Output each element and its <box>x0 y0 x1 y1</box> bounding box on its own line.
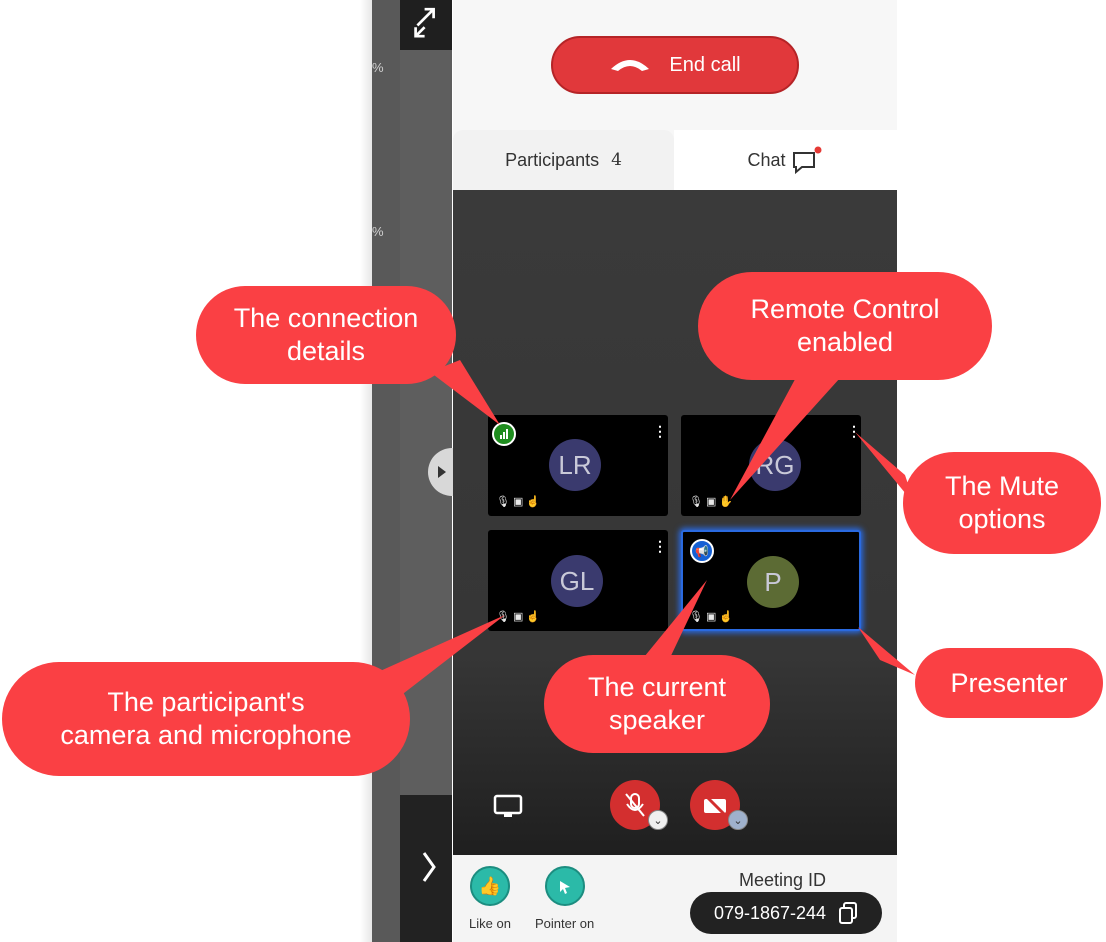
host-bottom-bar <box>400 795 452 942</box>
host-toolbar <box>400 0 452 50</box>
participant-tile[interactable]: ⋮ LR 🎙▣☝ <box>488 415 668 516</box>
tab-participants[interactable]: Participants 4 <box>453 130 674 190</box>
avatar: P <box>747 556 799 608</box>
media-status: 🎙▣☝ <box>496 495 543 508</box>
callout-mute-options: The Mute options <box>903 452 1101 554</box>
presenter-tile[interactable]: 📢 P 🎙▣☝ <box>681 530 861 631</box>
tab-participants-label: Participants <box>505 149 600 170</box>
chat-icon <box>792 146 822 175</box>
camera-off-icon: ▣ <box>512 496 527 508</box>
camera-off-icon: ▣ <box>705 611 720 623</box>
media-status: 🎙▣✋ <box>689 495 736 508</box>
mic-off-icon: 🎙 <box>689 611 706 623</box>
media-status: 🎙▣☝ <box>496 610 543 623</box>
participants-count: 4 <box>611 150 622 170</box>
screen-icon[interactable] <box>493 792 525 825</box>
mute-mic-button[interactable] <box>610 780 660 830</box>
camera-off-icon: ▣ <box>512 611 527 623</box>
tab-chat-label: Chat <box>747 149 786 170</box>
host-faint-text: % <box>372 60 384 75</box>
camera-off-icon <box>703 793 727 817</box>
chevron-down-icon[interactable]: ⌄ <box>728 810 748 830</box>
meeting-id-pill[interactable]: 079-1867-244 <box>690 892 882 934</box>
meeting-id-value: 079-1867-244 <box>713 902 827 923</box>
mic-off-icon <box>625 793 645 817</box>
pointer-icon[interactable] <box>545 866 585 906</box>
kebab-icon[interactable]: ⋮ <box>653 538 667 554</box>
hand-icon: ☝ <box>526 496 544 508</box>
like-label: Like on <box>469 916 511 931</box>
callout-camera-microphone: The participant's camera and microphone <box>2 662 410 776</box>
mic-off-icon: 🎙 <box>496 496 513 508</box>
chevron-down-icon[interactable]: ⌄ <box>648 810 668 830</box>
phone-hangup-icon <box>611 60 650 71</box>
end-call-label: End call <box>669 53 741 76</box>
mic-off-icon: 🎙 <box>496 611 513 623</box>
callout-remote-control: Remote Control enabled <box>698 272 992 380</box>
host-faint-text: % <box>372 224 384 239</box>
callout-connection-details: The connection details <box>196 286 456 384</box>
copy-icon[interactable] <box>838 901 858 925</box>
media-status: 🎙▣☝ <box>689 610 736 623</box>
avatar: LR <box>549 439 601 491</box>
hand-icon: ☝ <box>526 611 544 623</box>
end-call-button[interactable]: End call <box>551 36 799 94</box>
hand-icon: ☝ <box>719 611 737 623</box>
thumbs-up-icon[interactable]: 👍 <box>470 866 510 906</box>
kebab-icon[interactable]: ⋮ <box>653 423 667 439</box>
tab-chat[interactable]: Chat <box>674 130 897 190</box>
expand-icon[interactable] <box>400 0 452 50</box>
pointer-label: Pointer on <box>535 916 595 931</box>
megaphone-icon: 📢 <box>690 539 714 563</box>
signal-icon[interactable] <box>492 422 516 446</box>
mic-off-icon: 🎙 <box>689 496 706 508</box>
meeting-id-label: Meeting ID <box>739 870 827 890</box>
chevron-right-icon[interactable] <box>400 795 452 942</box>
participant-tile[interactable]: ⋮ GL 🎙▣☝ <box>488 530 668 631</box>
callout-presenter: Presenter <box>915 648 1103 718</box>
hand-icon: ✋ <box>719 496 737 508</box>
callout-current-speaker: The current speaker <box>544 655 770 753</box>
avatar: GL <box>551 555 603 607</box>
camera-off-icon: ▣ <box>705 496 720 508</box>
